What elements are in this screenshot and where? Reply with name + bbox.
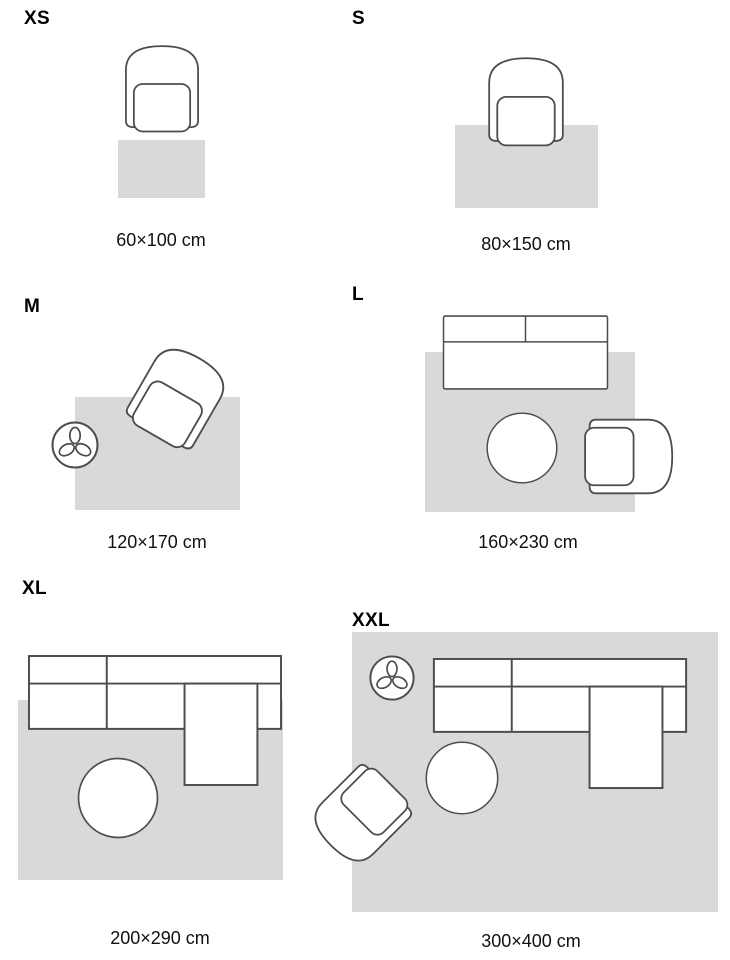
armchair-icon bbox=[488, 57, 564, 147]
size-label: M bbox=[24, 296, 41, 317]
rug-swatch bbox=[118, 140, 205, 198]
size-label: XXL bbox=[352, 610, 390, 631]
dimension-label: 200×290 cm bbox=[110, 928, 210, 948]
plant-icon bbox=[369, 655, 415, 701]
coffee-table-icon bbox=[77, 757, 159, 839]
coffee-table-icon bbox=[425, 741, 499, 815]
size-label: XS bbox=[24, 8, 50, 29]
dimension-label: 80×150 cm bbox=[481, 234, 571, 254]
size-label: L bbox=[352, 284, 364, 305]
coffee-table-icon bbox=[486, 412, 558, 484]
plant-icon bbox=[51, 421, 99, 469]
size-label: S bbox=[352, 8, 365, 29]
dimension-label: 60×100 cm bbox=[116, 230, 206, 250]
dimension-label: 120×170 cm bbox=[107, 532, 207, 552]
dimension-label: 300×400 cm bbox=[481, 931, 581, 951]
size-label: XL bbox=[22, 578, 47, 599]
armchair-icon bbox=[125, 45, 199, 133]
sofa-icon bbox=[442, 315, 609, 390]
armchair-icon bbox=[584, 418, 674, 495]
dimension-label: 160×230 cm bbox=[478, 532, 578, 552]
